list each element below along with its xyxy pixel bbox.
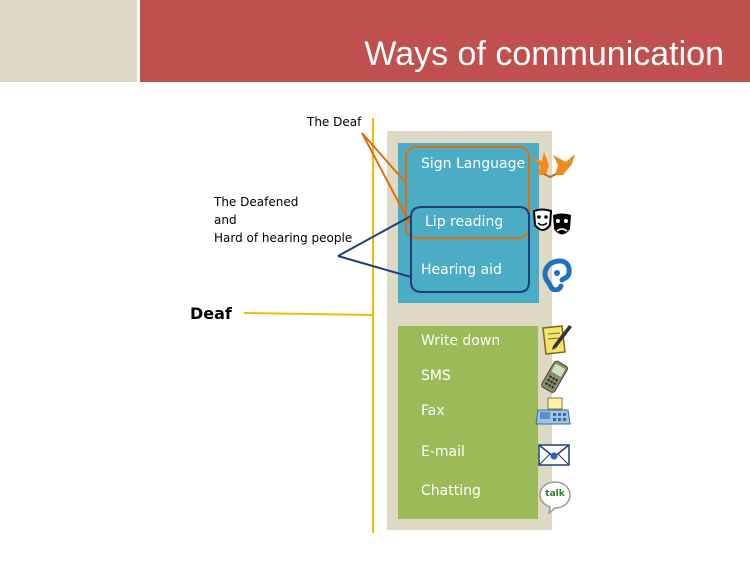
- method-sms: SMS: [421, 368, 451, 384]
- header-accent-block: [0, 0, 137, 82]
- the-deaf-pointer-lower: [361, 132, 411, 225]
- method-fax: Fax: [421, 403, 445, 419]
- mobile-phone-icon: [541, 360, 568, 393]
- method-hearing-aid: Hearing aid: [421, 262, 502, 278]
- the-deaf-label: The Deaf: [307, 115, 362, 129]
- talk-bubble-text: talk: [545, 489, 565, 499]
- method-lip-reading: Lip reading: [425, 214, 504, 230]
- page-title: Ways of communication: [364, 35, 724, 73]
- visual-methods-box: [398, 143, 539, 303]
- method-sign-language: Sign Language: [421, 156, 526, 172]
- deafened-label-line3: Hard of hearing people: [214, 231, 353, 245]
- deafened-label-line2: and: [214, 213, 237, 227]
- method-email: E-mail: [421, 444, 465, 460]
- ear-icon: [542, 258, 572, 292]
- the-deaf-bracket: [405, 146, 530, 239]
- the-deaf-pointer-upper: [361, 132, 407, 184]
- deafened-bracket: [410, 206, 530, 293]
- header-banner: Ways of communication: [140, 0, 750, 82]
- pen-paper-icon: [542, 325, 572, 355]
- signing-hands-icon: [532, 152, 575, 179]
- talk-bubble-icon: talk: [537, 479, 573, 515]
- deaf-label: Deaf: [190, 304, 232, 323]
- deafened-pointer-lower: [337, 255, 412, 278]
- deafened-label-line1: The Deafened: [214, 195, 299, 209]
- envelope-icon: [538, 444, 570, 466]
- method-write-down: Write down: [421, 333, 501, 349]
- method-chatting: Chatting: [421, 483, 481, 499]
- theater-masks-icon: [532, 208, 571, 235]
- fax-machine-icon: [535, 397, 571, 425]
- deaf-pointer-line: [243, 312, 374, 316]
- written-methods-box: [398, 326, 538, 519]
- deafened-pointer-upper: [337, 215, 412, 257]
